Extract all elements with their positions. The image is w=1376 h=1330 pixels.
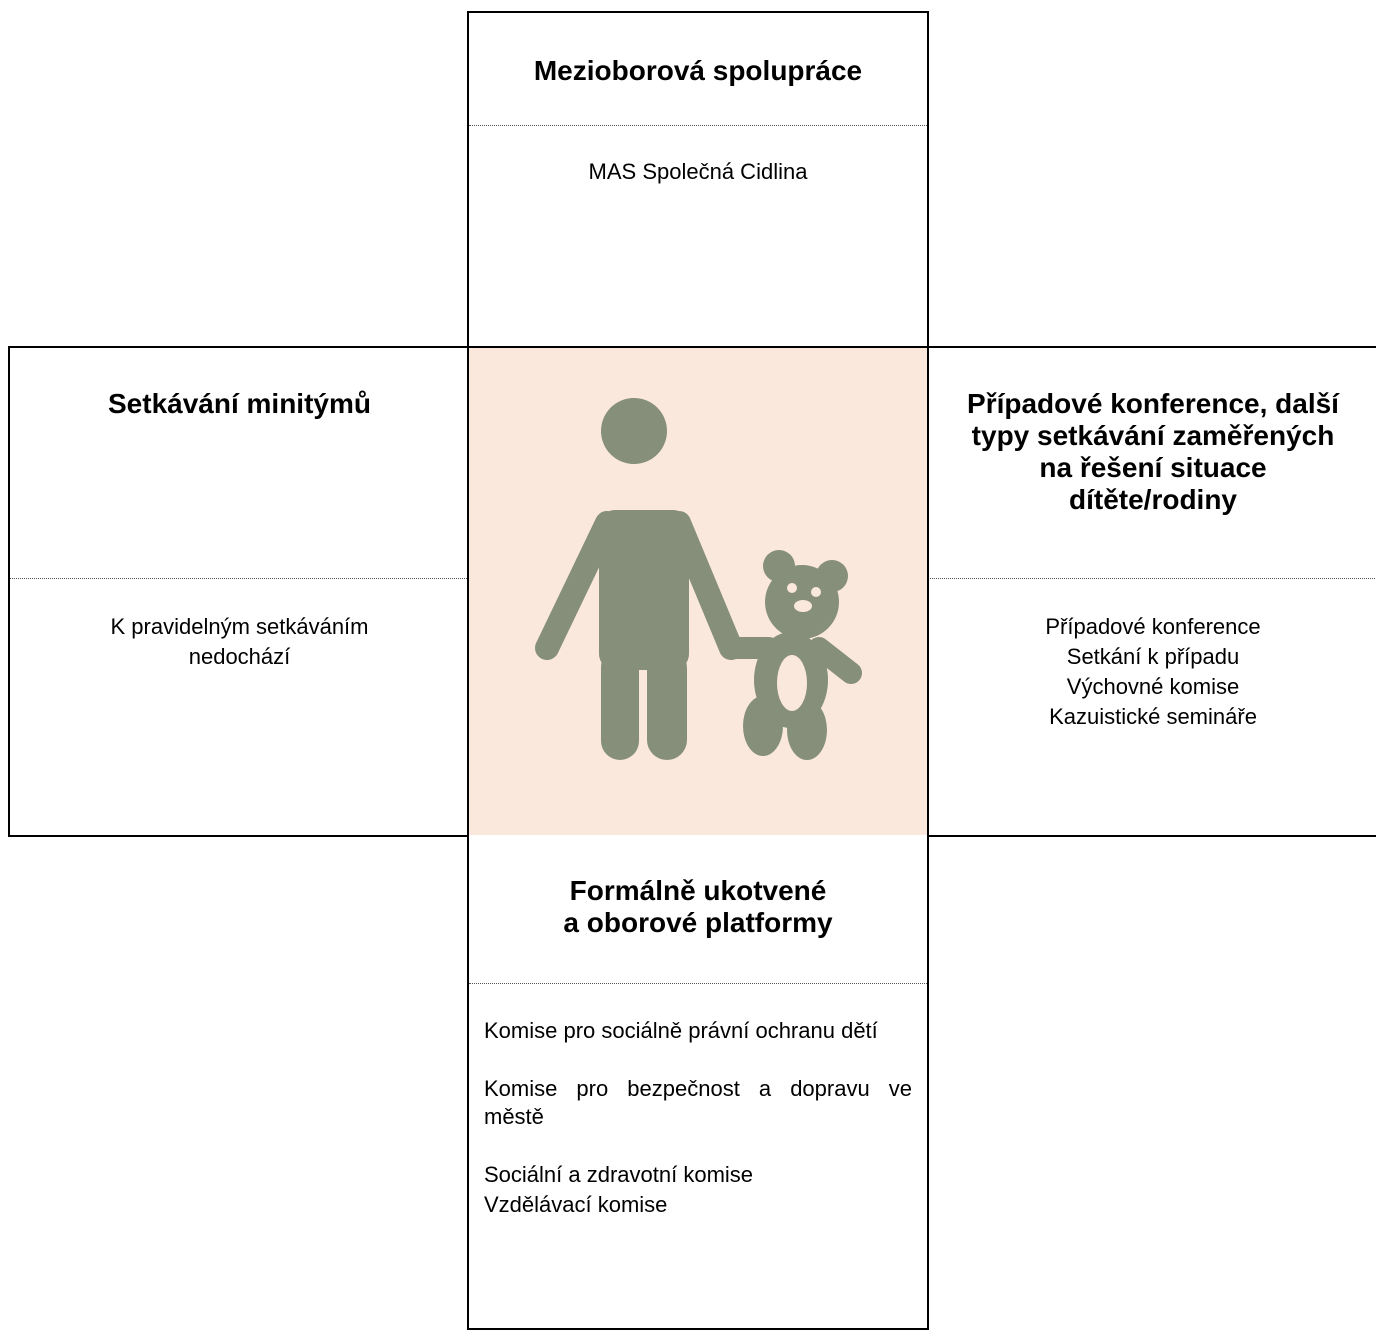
adult-with-child-teddy-bear-icon	[535, 398, 862, 760]
right-panel: Případové konference, další typy setkává…	[927, 346, 1376, 837]
bear-snout	[794, 600, 812, 612]
top-panel: Mezioborová spolupráce MAS Společná Cidl…	[467, 11, 929, 348]
right-panel-title-line: typy setkávání zaměřených	[971, 420, 1335, 451]
list-item: Komise pro bezpečnost a dopravu ve městě	[484, 1076, 912, 1129]
bear-eye-right	[811, 587, 821, 597]
adult-head	[601, 398, 667, 464]
top-panel-text: MAS Společná Cidlina	[588, 159, 808, 184]
bear-belly	[777, 655, 807, 711]
left-panel-text: K pravidelným setkáváním nedochází	[10, 612, 469, 672]
left-panel-divider	[10, 578, 469, 579]
bottom-panel-title-line: Formálně ukotvené	[569, 875, 827, 906]
left-panel-title: Setkávání minitýmů	[108, 388, 371, 419]
bottom-panel-divider	[469, 983, 927, 984]
bear-leg-left	[743, 696, 783, 756]
left-panel: Setkávání minitýmů K pravidelným setkává…	[8, 346, 469, 837]
right-panel-text: Případové konference Setkání k případu V…	[927, 612, 1376, 732]
list-item: Sociální a zdravotní komise	[484, 1162, 754, 1187]
adult-arm-left	[535, 511, 619, 660]
list-item: Komise pro sociálně právní ochranu dětí	[484, 1018, 878, 1043]
right-panel-title-line: na řešení situace	[1039, 452, 1267, 483]
left-panel-text-line: K pravidelným setkáváním	[110, 614, 369, 639]
right-panel-title-line: Případové konference, další	[967, 388, 1339, 419]
bear-leg-right	[787, 700, 827, 760]
right-panel-text-line: Výchovné komise	[1066, 674, 1240, 699]
adult-leg-right	[647, 648, 687, 760]
top-panel-title: Mezioborová spolupráce	[533, 55, 863, 86]
adult-torso	[599, 510, 689, 670]
right-panel-text-line: Setkání k případu	[1066, 644, 1240, 669]
right-panel-text-line: Kazuistické semináře	[1049, 704, 1257, 729]
list-item: Vzdělávací komise	[484, 1192, 668, 1217]
right-panel-title-line: dítěte/rodiny	[1068, 484, 1237, 515]
adult-arm-right	[667, 511, 743, 660]
top-panel-divider	[469, 125, 927, 126]
right-panel-divider	[927, 578, 1376, 579]
center-panel	[467, 346, 929, 837]
bottom-panel-title: Formálně ukotvené a oborové platformy	[469, 875, 927, 939]
adult-leg-left	[601, 648, 639, 760]
right-panel-text-line: Případové konference	[1045, 614, 1261, 639]
bottom-panel: Formálně ukotvené a oborové platformy Ko…	[467, 835, 929, 1330]
right-panel-title: Případové konference, další typy setkává…	[927, 388, 1376, 516]
left-panel-text-line: nedochází	[188, 644, 291, 669]
bottom-panel-title-line: a oborové platformy	[563, 907, 833, 938]
bottom-panel-list: Komise pro sociálně právní ochranu dětí …	[484, 1017, 912, 1249]
bear-arm-right	[808, 637, 862, 684]
bear-eye-left	[787, 583, 797, 593]
